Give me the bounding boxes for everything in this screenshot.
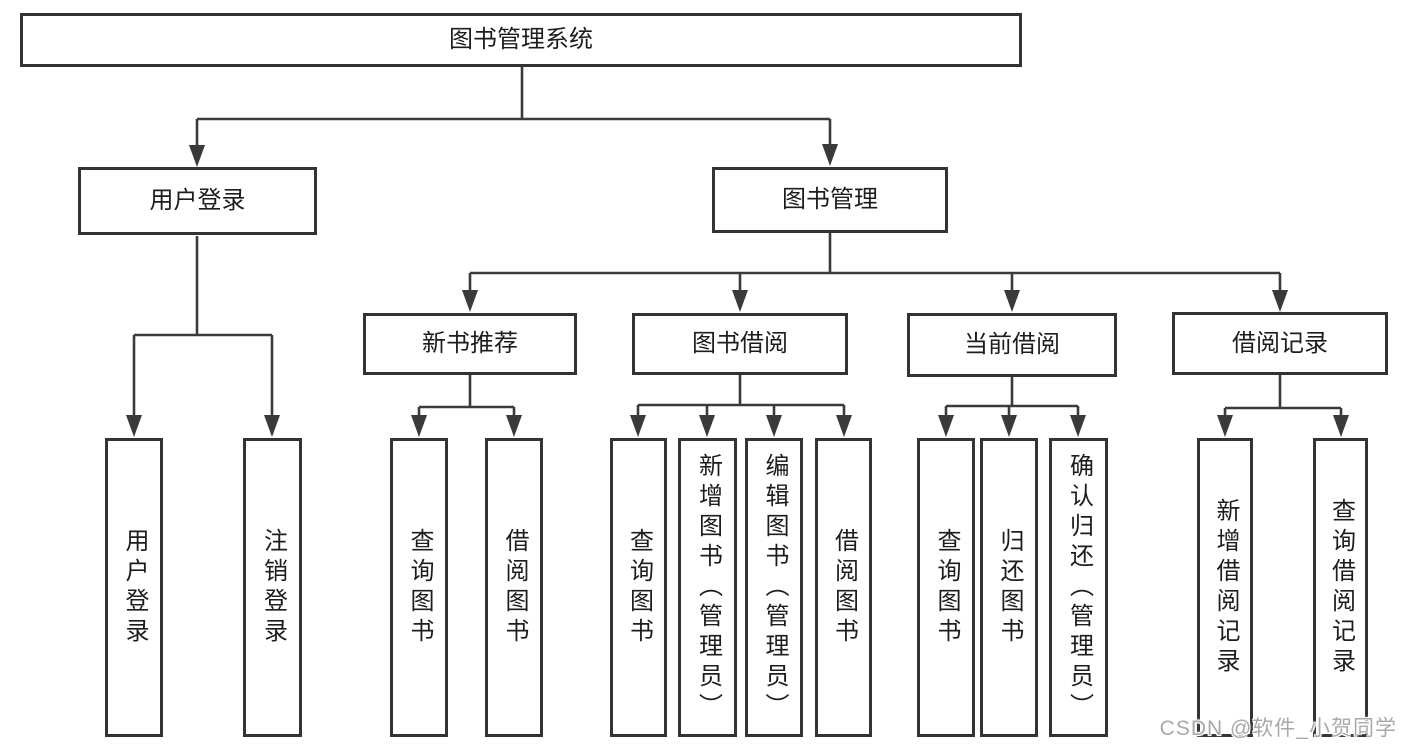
node-book-management: 图书管理	[712, 167, 948, 233]
node-label: 查询图书	[933, 527, 960, 648]
node-user-login: 用户登录	[78, 167, 317, 235]
node-label: 新增图书（管理员）	[694, 452, 722, 723]
leaf-user-login: 用户登录	[105, 438, 163, 737]
leaf-add-books-admin: 新增图书（管理员）	[678, 438, 737, 737]
node-label: 借阅记录	[1232, 329, 1328, 357]
leaf-return-books: 归还图书	[980, 438, 1038, 737]
node-label: 当前借阅	[964, 331, 1060, 358]
leaf-query-books-recommend: 查询图书	[390, 438, 448, 737]
node-label: 借阅图书	[501, 527, 528, 648]
leaf-logout-login: 注销登录	[243, 438, 302, 737]
leaf-add-borrow-record: 新增借阅记录	[1197, 438, 1253, 737]
node-label: 注销登录	[259, 527, 287, 648]
leaf-confirm-return-admin: 确认归还（管理员）	[1049, 438, 1108, 737]
node-label: 图书管理	[782, 186, 878, 213]
node-label: 编辑图书（管理员）	[761, 452, 788, 723]
node-label: 借阅图书	[830, 527, 858, 648]
node-label: 归还图书	[996, 527, 1023, 648]
node-label: 查询借阅记录	[1327, 497, 1355, 678]
node-borrow-records: 借阅记录	[1172, 312, 1388, 375]
node-label: 图书借阅	[692, 330, 788, 357]
leaf-borrow-books-recommend: 借阅图书	[485, 438, 543, 737]
leaf-borrow-books-borrow: 借阅图书	[815, 438, 872, 737]
node-book-management-system: 图书管理系统	[20, 13, 1022, 67]
node-book-borrow: 图书借阅	[632, 313, 848, 375]
leaf-edit-books-admin: 编辑图书（管理员）	[745, 438, 803, 737]
node-label: 新书推荐	[422, 330, 518, 357]
node-label: 查询图书	[625, 527, 653, 648]
node-label: 用户登录	[121, 527, 148, 648]
leaf-query-borrow-record: 查询借阅记录	[1313, 438, 1368, 737]
node-label: 用户登录	[149, 187, 246, 214]
node-label: 新增借阅记录	[1212, 497, 1239, 678]
node-label: 查询图书	[406, 527, 433, 648]
leaf-query-books-borrow: 查询图书	[610, 438, 667, 737]
node-new-book-recommend: 新书推荐	[363, 313, 577, 375]
node-current-borrow: 当前借阅	[907, 313, 1117, 377]
node-label: 图书管理系统	[449, 26, 593, 53]
node-label: 确认归还（管理员）	[1065, 452, 1093, 723]
watermark: CSDN @软件_小贺同学	[1159, 717, 1397, 740]
leaf-query-books-current: 查询图书	[917, 438, 975, 737]
